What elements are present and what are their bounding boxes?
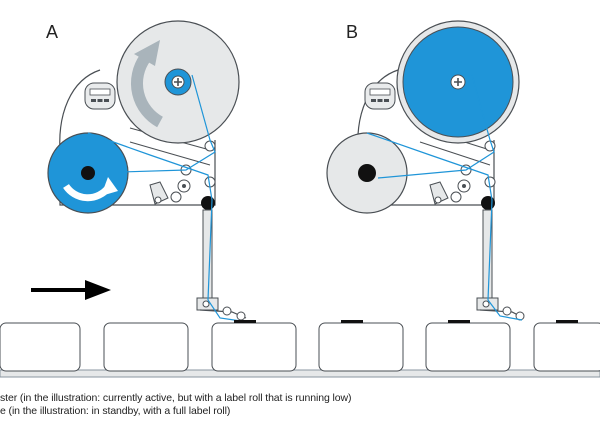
conveyor-belt (0, 369, 600, 378)
applied-label (556, 320, 578, 323)
applicator-b (326, 20, 525, 321)
panel-label-a: A (46, 22, 59, 42)
product-box (318, 322, 404, 372)
product-box (533, 322, 600, 372)
curved-arrow-icon (130, 54, 164, 128)
conveyor (0, 320, 600, 378)
applied-label (341, 320, 363, 323)
panel-label-b: B (346, 22, 359, 42)
peel-roller-b (481, 196, 495, 210)
product-box (211, 322, 297, 372)
control-display-icon (364, 82, 396, 110)
product-box (103, 322, 189, 372)
caption-line-1: ster (in the illustration: currently act… (0, 392, 352, 404)
product-box (425, 322, 511, 372)
peel-roller-a (201, 196, 215, 210)
applicator-a (47, 20, 249, 323)
applied-label (234, 320, 256, 323)
label-web-b (366, 74, 523, 321)
label-web-a (87, 74, 249, 323)
caption-line-2: e (in the illustration: in standby, with… (0, 405, 231, 417)
product-box (0, 322, 81, 372)
control-display-icon (84, 82, 116, 110)
applied-label (448, 320, 470, 323)
arrow-right-icon (31, 280, 111, 300)
